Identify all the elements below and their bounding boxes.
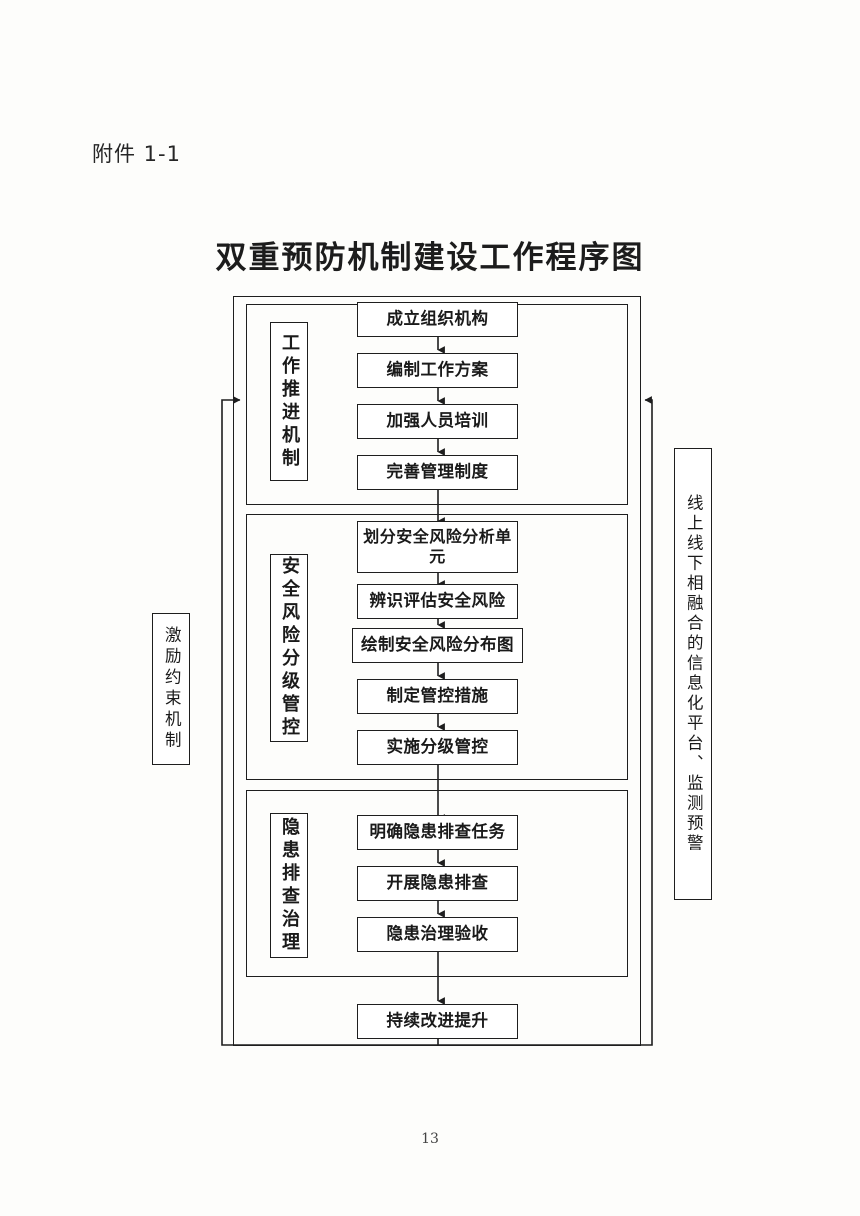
step-3-3[interactable]: 隐患治理验收 [357,917,518,952]
section-label-3: 隐患排查治理 [270,813,308,958]
feedback-loop-left [221,396,241,1046]
step-1-2[interactable]: 编制工作方案 [357,353,518,388]
step-3-2[interactable]: 开展隐患排查 [357,866,518,901]
side-label-right: 线上线下相融合的信息化平台、监测预警 [674,448,712,900]
step-2-3[interactable]: 绘制安全风险分布图 [352,628,523,663]
page-title: 双重预防机制建设工作程序图 [215,240,645,276]
attachment-label: 附件 1-1 [92,142,181,166]
step-1-3[interactable]: 加强人员培训 [357,404,518,439]
step-2-1[interactable]: 划分安全风险分析单元 [357,521,518,573]
page-number: 13 [421,1131,439,1147]
step-2-2[interactable]: 辨识评估安全风险 [357,584,518,619]
outer-process-frame [233,296,641,1046]
step-1-1[interactable]: 成立组织机构 [357,302,518,337]
section-frame-3 [246,790,628,977]
step-2-5[interactable]: 实施分级管控 [357,730,518,765]
step-2-4[interactable]: 制定管控措施 [357,679,518,714]
side-label-left: 激励约束机制 [152,613,190,765]
step-3-1[interactable]: 明确隐患排查任务 [357,815,518,850]
section-label-1: 工作推进机制 [270,322,308,481]
section-frame-2 [246,514,628,780]
step-1-4[interactable]: 完善管理制度 [357,455,518,490]
step-final[interactable]: 持续改进提升 [357,1004,518,1039]
feedback-loop-right [641,396,653,1046]
section-label-2: 安全风险分级管控 [270,554,308,742]
